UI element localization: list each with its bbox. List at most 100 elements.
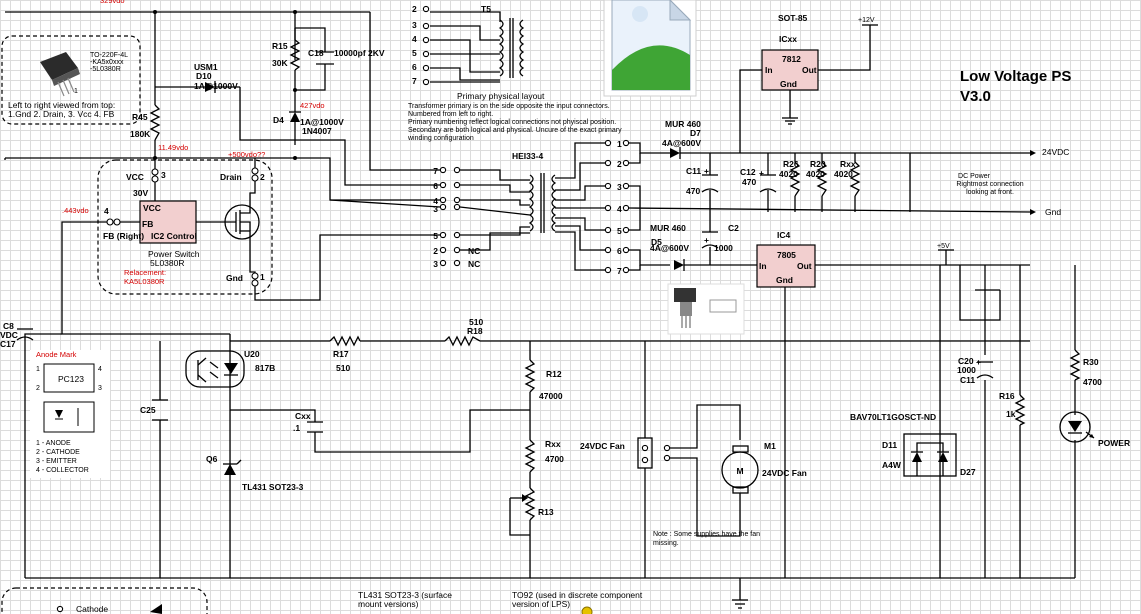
- r17-ref: R17: [333, 349, 349, 359]
- pin4-num: 4: [104, 206, 109, 216]
- pin1-num: 1: [260, 272, 265, 282]
- d10-diode: [205, 81, 216, 93]
- supply-12v: +12V: [858, 17, 875, 24]
- c11-ref: C11: [686, 166, 701, 176]
- package-part-line3: -5L0380R: [90, 66, 121, 73]
- fb-loop-wire: [61, 221, 230, 335]
- vcc-pin-label: VCC: [126, 172, 144, 182]
- c11-value: 470: [686, 186, 700, 196]
- power-switch-part: 5L0380R: [150, 258, 185, 268]
- svg-text:+: +: [704, 166, 709, 176]
- rxx-top-value: 4020: [834, 169, 853, 179]
- pin-4: [106, 218, 114, 226]
- r18-resistor: [444, 335, 481, 347]
- junction-dot: [293, 88, 297, 92]
- r18-value: 510: [469, 317, 483, 327]
- r30-value: 4700: [1083, 377, 1102, 387]
- r15-value: 30K: [272, 58, 288, 68]
- ic4-ref: IC4: [777, 230, 791, 240]
- svg-text:3: 3: [98, 385, 102, 392]
- feedback-wires: [24, 333, 1075, 600]
- c18-ref: C18: [308, 48, 324, 58]
- junction-dot: [153, 10, 157, 14]
- c20-ref2: C11: [960, 375, 975, 385]
- d5-diode: [674, 259, 685, 271]
- svg-text:6: 6: [433, 181, 438, 191]
- d5-ref: D5: [651, 237, 662, 247]
- hei33-ref: HEI33-4: [512, 151, 543, 161]
- cathode-pin: [56, 605, 64, 613]
- c12-ref: C12: [740, 167, 756, 177]
- mosfet-internals: [196, 205, 251, 240]
- svg-text:4: 4: [433, 196, 438, 206]
- ic4-part: 7805: [777, 250, 796, 260]
- tl431-note-line1: TL431 SOT23-3 (surface: [358, 590, 452, 600]
- title-line2: V3.0: [960, 88, 991, 105]
- d10-rating: 1A@1000V: [194, 81, 238, 91]
- c18-value: 10000pf 2KV: [334, 48, 385, 58]
- rxx-low-ref: Rxx: [545, 439, 561, 449]
- pin3-num: 3: [161, 170, 166, 180]
- d7-ref: D7: [690, 128, 701, 138]
- pin-2: [251, 167, 259, 175]
- svg-text:4: 4: [98, 366, 102, 373]
- power-switch-name: Power Switch: [148, 249, 200, 259]
- svg-text:2: 2: [412, 4, 417, 14]
- c20-capacitor: +: [976, 357, 994, 379]
- d10-name: USM1: [194, 62, 218, 72]
- hei33-right-pins: 1 2 3 4 5 6 7: [604, 139, 630, 276]
- primary-layout-line1: Transformer primary is on the side oppos…: [408, 103, 610, 110]
- c25-capacitor: [152, 399, 168, 421]
- svg-text:4 - COLLECTOR: 4 - COLLECTOR: [36, 467, 89, 474]
- pin2-num: 2: [260, 172, 265, 182]
- u20-internals: [197, 357, 238, 383]
- r26-resistor: [789, 161, 801, 197]
- icxx-ref: ICxx: [779, 34, 797, 44]
- svg-text:6: 6: [617, 246, 622, 256]
- d11-ref: D11: [882, 440, 897, 450]
- svg-text:PC123: PC123: [58, 374, 84, 384]
- five-volt-bus: [939, 265, 1076, 578]
- c2-ref: C2: [728, 223, 739, 233]
- r16-resistor: [1014, 394, 1026, 426]
- d4-part: 1N4007: [302, 126, 332, 136]
- d5-name: MUR 460: [650, 223, 686, 233]
- c18-capacitor: [316, 51, 334, 65]
- svg-text:7: 7: [433, 166, 438, 176]
- u20-optocoupler: [185, 350, 245, 388]
- hei33-nc1: NC: [468, 246, 480, 256]
- fb-right-label: FB (Right): [103, 231, 144, 241]
- junction-dot: [293, 156, 297, 160]
- replacement-label: Relacement:: [124, 268, 166, 277]
- to220-package-icon: [40, 52, 80, 97]
- c8-line3: C17: [0, 339, 16, 349]
- output-24v: 24VDC: [1042, 147, 1069, 157]
- secondary-wires: [628, 25, 1031, 578]
- r17-value: 510: [336, 363, 350, 373]
- pin-3b: [151, 175, 159, 183]
- to92-note-line1: TO92 (used in discrete component: [512, 590, 643, 600]
- svg-text:5: 5: [412, 48, 417, 58]
- to92-note-line2: version of LPS): [512, 599, 570, 609]
- ground-symbol: [782, 117, 798, 125]
- ic4-regulator: [756, 244, 816, 288]
- c20-ref: C20: [958, 356, 974, 366]
- cathode-label: Cathode: [76, 604, 108, 614]
- d11-diode-pack: [903, 433, 957, 477]
- pin-3: [151, 168, 159, 176]
- t5-transformer: [430, 11, 525, 83]
- m1-top-tab: [732, 445, 749, 453]
- ic2-vcc: VCC: [143, 203, 161, 213]
- junction-dot: [153, 156, 157, 160]
- power-led-label: POWER: [1098, 438, 1130, 448]
- u20-part: 817B: [255, 363, 275, 373]
- primary-layout-title: Primary physical layout: [457, 91, 545, 101]
- ic4-out: Out: [797, 261, 812, 271]
- replacement-part: KA5L0380R: [124, 277, 165, 286]
- primary-layout-line4: Secondary are both logical and physical.…: [408, 127, 622, 134]
- svg-text:1: 1: [36, 366, 40, 373]
- d27-ref: D27: [960, 467, 976, 477]
- fan-note-line2: missing.: [653, 540, 679, 547]
- r30-ref: R30: [1083, 357, 1099, 367]
- hei33-transformer: [459, 142, 605, 271]
